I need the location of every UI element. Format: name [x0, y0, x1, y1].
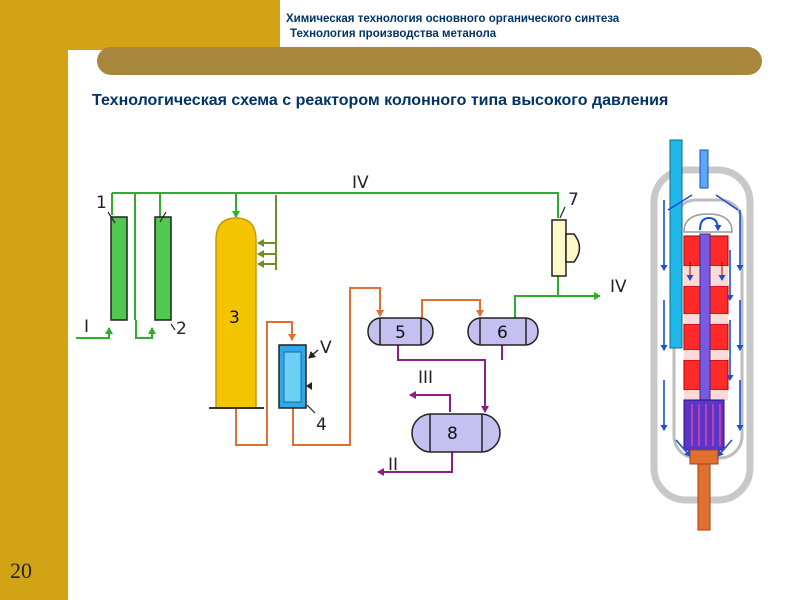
slide-title: Технологическая схема с реактором колонн… — [92, 92, 669, 109]
label-stream-III: III — [418, 368, 433, 388]
label-unit-1: 1 — [96, 193, 107, 213]
label-unit-2: 2 — [176, 319, 187, 339]
label-unit-6: 6 — [497, 323, 508, 343]
topic-title: Технология производства метанола — [290, 28, 497, 40]
vessel-6 — [467, 317, 539, 346]
label-stream-II: II — [388, 455, 398, 475]
label-stream-IV-top: IV — [352, 173, 369, 193]
heat-exchanger-4 — [278, 344, 319, 409]
top-accent-bar — [68, 0, 280, 50]
label-unit-5: 5 — [395, 323, 406, 343]
label-unit-4: 4 — [316, 415, 327, 435]
label-stream-IV-right: IV — [610, 277, 627, 297]
separator-7 — [551, 219, 581, 277]
product-gas-lines — [235, 287, 484, 446]
decorative-divider-bar — [97, 47, 762, 75]
page-number: 20 — [10, 558, 32, 583]
left-accent-bar — [0, 0, 68, 600]
synthesis-column-3 — [209, 217, 264, 409]
label-stream-V: V — [320, 338, 332, 358]
course-title: Химическая технология основного органиче… — [286, 13, 620, 25]
filter-1 — [110, 216, 128, 321]
vessel-8 — [411, 413, 501, 453]
label-stream-I: I — [84, 317, 89, 337]
label-unit-7: 7 — [568, 190, 579, 210]
recycle-gas-lines — [76, 192, 601, 339]
vessel-5 — [367, 317, 434, 346]
label-unit-3: 3 — [229, 308, 240, 328]
label-unit-8: 8 — [447, 424, 458, 444]
condensate-lines — [377, 345, 503, 476]
